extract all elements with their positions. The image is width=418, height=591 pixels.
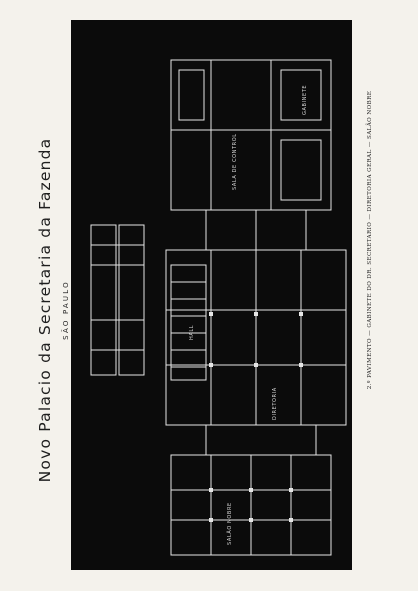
document-subtitle: SÃO PAULO bbox=[62, 280, 70, 340]
plan-label-sala-control: SALA DE CONTROL bbox=[232, 133, 238, 190]
document-title: Novo Palacio da Secretaria da Fazenda bbox=[36, 137, 54, 483]
plan-label-gabinete: GABINETE bbox=[302, 85, 308, 115]
floor-plan-image: SALA DE CONTROL HALL SALÃO NOBRE DIRETOR… bbox=[71, 20, 352, 570]
plan-label-salao-nobre: SALÃO NOBRE bbox=[226, 502, 233, 545]
plan-top-wing bbox=[170, 59, 332, 211]
floor-plan-drawing: SALA DE CONTROL HALL SALÃO NOBRE DIRETOR… bbox=[90, 59, 347, 556]
plan-label-diretoria: DIRETORIA bbox=[272, 387, 278, 420]
plan-label-hall: HALL bbox=[189, 325, 195, 340]
title-block: Novo Palacio da Secretaria da Fazenda SÃ… bbox=[18, 130, 74, 490]
plan-hall-stairs bbox=[170, 264, 207, 381]
figure-caption: 2.º PAVIMENTO — GABINETE DO DR. SECRETAR… bbox=[367, 90, 373, 390]
plan-stair-block bbox=[90, 224, 117, 376]
